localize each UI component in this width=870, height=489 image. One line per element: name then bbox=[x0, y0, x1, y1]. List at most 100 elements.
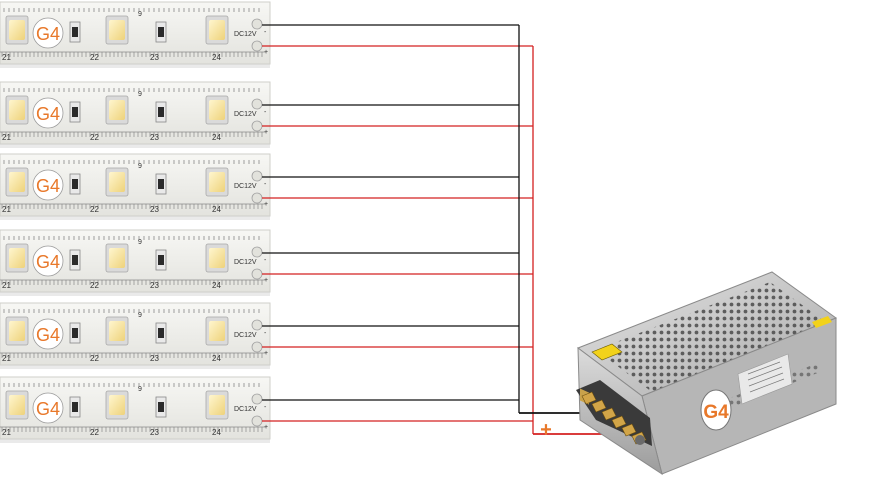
solder-pad-positive bbox=[251, 268, 263, 280]
segment-number: 23 bbox=[150, 281, 159, 290]
strip-brand: G4 bbox=[36, 104, 60, 124]
segment-number: 23 bbox=[150, 133, 159, 142]
resistor-body bbox=[72, 179, 78, 189]
segment-number: 21 bbox=[2, 428, 11, 437]
polarity-negative-label: - bbox=[264, 181, 267, 188]
led-emitter bbox=[9, 248, 25, 268]
strip-voltage: DC12V bbox=[234, 332, 257, 339]
solder-pad-positive bbox=[251, 341, 263, 353]
segment-number: 21 bbox=[2, 281, 11, 290]
positive-terminal-label: + bbox=[540, 419, 552, 441]
led-emitter bbox=[109, 20, 125, 40]
segment-number: 22 bbox=[90, 354, 99, 363]
strip-top-mark: 9 bbox=[138, 163, 142, 170]
solder-pad-positive bbox=[251, 40, 263, 52]
strip-top-mark: 9 bbox=[138, 312, 142, 319]
segment-number: 24 bbox=[212, 205, 221, 214]
led-emitter bbox=[109, 321, 125, 341]
polarity-positive-label: + bbox=[264, 277, 268, 284]
solder-pad-positive bbox=[251, 120, 263, 132]
segment-number: 24 bbox=[212, 281, 221, 290]
power-supply-brand: G4 bbox=[703, 402, 729, 423]
led-emitter bbox=[109, 100, 125, 120]
led-emitter bbox=[9, 20, 25, 40]
led-emitter bbox=[9, 395, 25, 415]
wires bbox=[262, 24, 628, 435]
resistor-body bbox=[72, 107, 78, 117]
power-supply: G4 + bbox=[540, 271, 838, 476]
led-strip: 9 21 22 23 24 G4 DC12V- + bbox=[0, 376, 271, 443]
solder-pad-negative bbox=[251, 98, 263, 110]
resistor-body bbox=[158, 402, 164, 412]
strip-brand: G4 bbox=[36, 252, 60, 272]
resistor-body bbox=[158, 328, 164, 338]
strip-shadow bbox=[0, 62, 270, 68]
polarity-negative-label: - bbox=[264, 257, 267, 264]
polarity-negative-label: - bbox=[264, 330, 267, 337]
strip-voltage: DC12V bbox=[234, 406, 257, 413]
resistor-body bbox=[72, 328, 78, 338]
led-emitter bbox=[9, 100, 25, 120]
led-emitter bbox=[109, 248, 125, 268]
warning-sticker bbox=[591, 343, 623, 361]
strip-shadow bbox=[0, 437, 270, 443]
strip-shadow bbox=[0, 290, 270, 296]
resistor-body bbox=[72, 27, 78, 37]
segment-number: 24 bbox=[212, 133, 221, 142]
strip-voltage: DC12V bbox=[234, 111, 257, 118]
led-emitter bbox=[209, 20, 225, 40]
solder-pad-negative bbox=[251, 393, 263, 405]
led-emitter bbox=[209, 100, 225, 120]
strip-shadow bbox=[0, 363, 270, 369]
resistor-body bbox=[72, 255, 78, 265]
polarity-positive-label: + bbox=[264, 201, 268, 208]
segment-number: 22 bbox=[90, 53, 99, 62]
strip-brand-badge bbox=[32, 169, 64, 201]
strip-brand-badge bbox=[32, 17, 64, 49]
segment-number: 24 bbox=[212, 53, 221, 62]
segment-number: 22 bbox=[90, 205, 99, 214]
polarity-positive-label: + bbox=[264, 424, 268, 431]
strip-brand: G4 bbox=[36, 24, 60, 44]
solder-pad-positive bbox=[251, 192, 263, 204]
resistor-body bbox=[158, 255, 164, 265]
resistor-body bbox=[158, 27, 164, 37]
strip-voltage: DC12V bbox=[234, 259, 257, 266]
power-supply-brand-badge bbox=[700, 389, 732, 431]
strip-brand-badge bbox=[32, 392, 64, 424]
led-emitter bbox=[9, 172, 25, 192]
strip-brand: G4 bbox=[36, 399, 60, 419]
segment-number: 24 bbox=[212, 428, 221, 437]
segment-number: 24 bbox=[212, 354, 221, 363]
resistor-body bbox=[158, 179, 164, 189]
strip-top-mark: 9 bbox=[138, 386, 142, 393]
strip-voltage: DC12V bbox=[234, 183, 257, 190]
led-emitter bbox=[209, 248, 225, 268]
solder-pad-negative bbox=[251, 246, 263, 258]
segment-number: 23 bbox=[150, 428, 159, 437]
solder-pad-positive bbox=[251, 415, 263, 427]
segment-number: 21 bbox=[2, 205, 11, 214]
polarity-positive-label: + bbox=[264, 49, 268, 56]
strip-voltage: DC12V bbox=[234, 31, 257, 38]
led-emitter bbox=[209, 395, 225, 415]
strip-brand-badge bbox=[32, 245, 64, 277]
strip-brand: G4 bbox=[36, 176, 60, 196]
resistor-body bbox=[158, 107, 164, 117]
segment-number: 23 bbox=[150, 354, 159, 363]
strip-top-mark: 9 bbox=[138, 11, 142, 18]
polarity-positive-label: + bbox=[264, 129, 268, 136]
strip-brand-badge bbox=[32, 318, 64, 350]
segment-number: 22 bbox=[90, 428, 99, 437]
segment-number: 23 bbox=[150, 53, 159, 62]
polarity-negative-label: - bbox=[264, 109, 267, 116]
strip-brand: G4 bbox=[36, 325, 60, 345]
segment-number: 22 bbox=[90, 281, 99, 290]
polarity-negative-label: - bbox=[264, 404, 267, 411]
